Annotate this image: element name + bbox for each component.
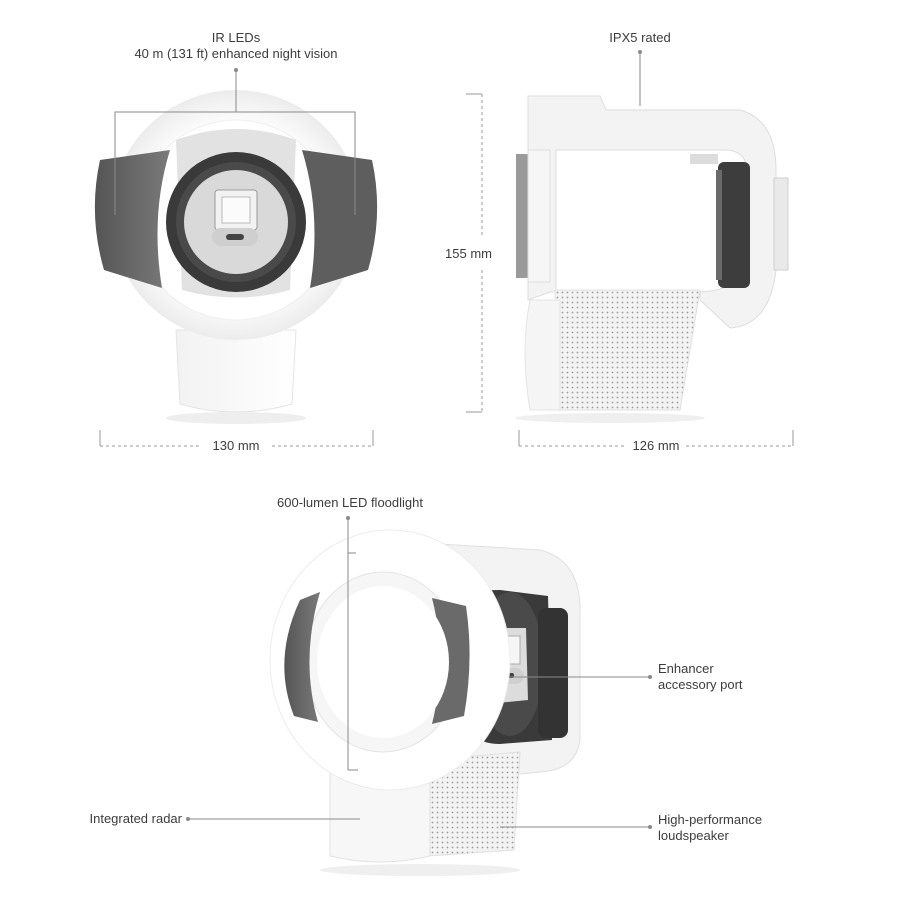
enhancer-label: Enhancer accessory port xyxy=(658,661,818,693)
width-label: 130 mm xyxy=(212,438,260,453)
ir-panel-right xyxy=(302,150,378,288)
ir-leds-title: IR LEDs xyxy=(211,30,261,45)
perspective-view-camera xyxy=(269,529,581,876)
depth-label: 126 mm xyxy=(632,438,680,453)
ipx5-callout-line xyxy=(638,50,642,106)
width-dimension-line xyxy=(99,430,374,447)
height-dimension-line xyxy=(466,93,483,413)
enhancer-label-line2: accessory port xyxy=(658,677,743,692)
enhancer-callout-line xyxy=(510,675,652,679)
radar-label: Integrated radar xyxy=(89,811,182,826)
ir-panel-left xyxy=(94,150,170,288)
speaker-label: High-performance loudspeaker xyxy=(658,812,818,844)
speaker-label-line1: High-performance xyxy=(658,812,763,827)
side-view-camera xyxy=(515,95,789,423)
speaker-callout-line xyxy=(500,825,652,829)
ir-leds-callout-line xyxy=(114,68,356,215)
ir-leds-label: IR LEDs 40 m (131 ft) enhanced night vis… xyxy=(86,30,386,62)
floodlight-callout-line xyxy=(346,516,358,771)
speaker-label-line2: loudspeaker xyxy=(658,828,729,843)
radar-callout-line xyxy=(186,817,360,821)
enhancer-label-line1: Enhancer xyxy=(658,661,714,676)
ir-leds-subtitle: 40 m (131 ft) enhanced night vision xyxy=(134,46,338,61)
front-view-camera xyxy=(94,90,378,424)
floodlight-label: 600-lumen LED floodlight xyxy=(277,495,423,510)
height-label: 155 mm xyxy=(445,246,492,261)
depth-dimension-line xyxy=(518,430,794,447)
ipx5-label: IPX5 rated xyxy=(609,30,671,45)
